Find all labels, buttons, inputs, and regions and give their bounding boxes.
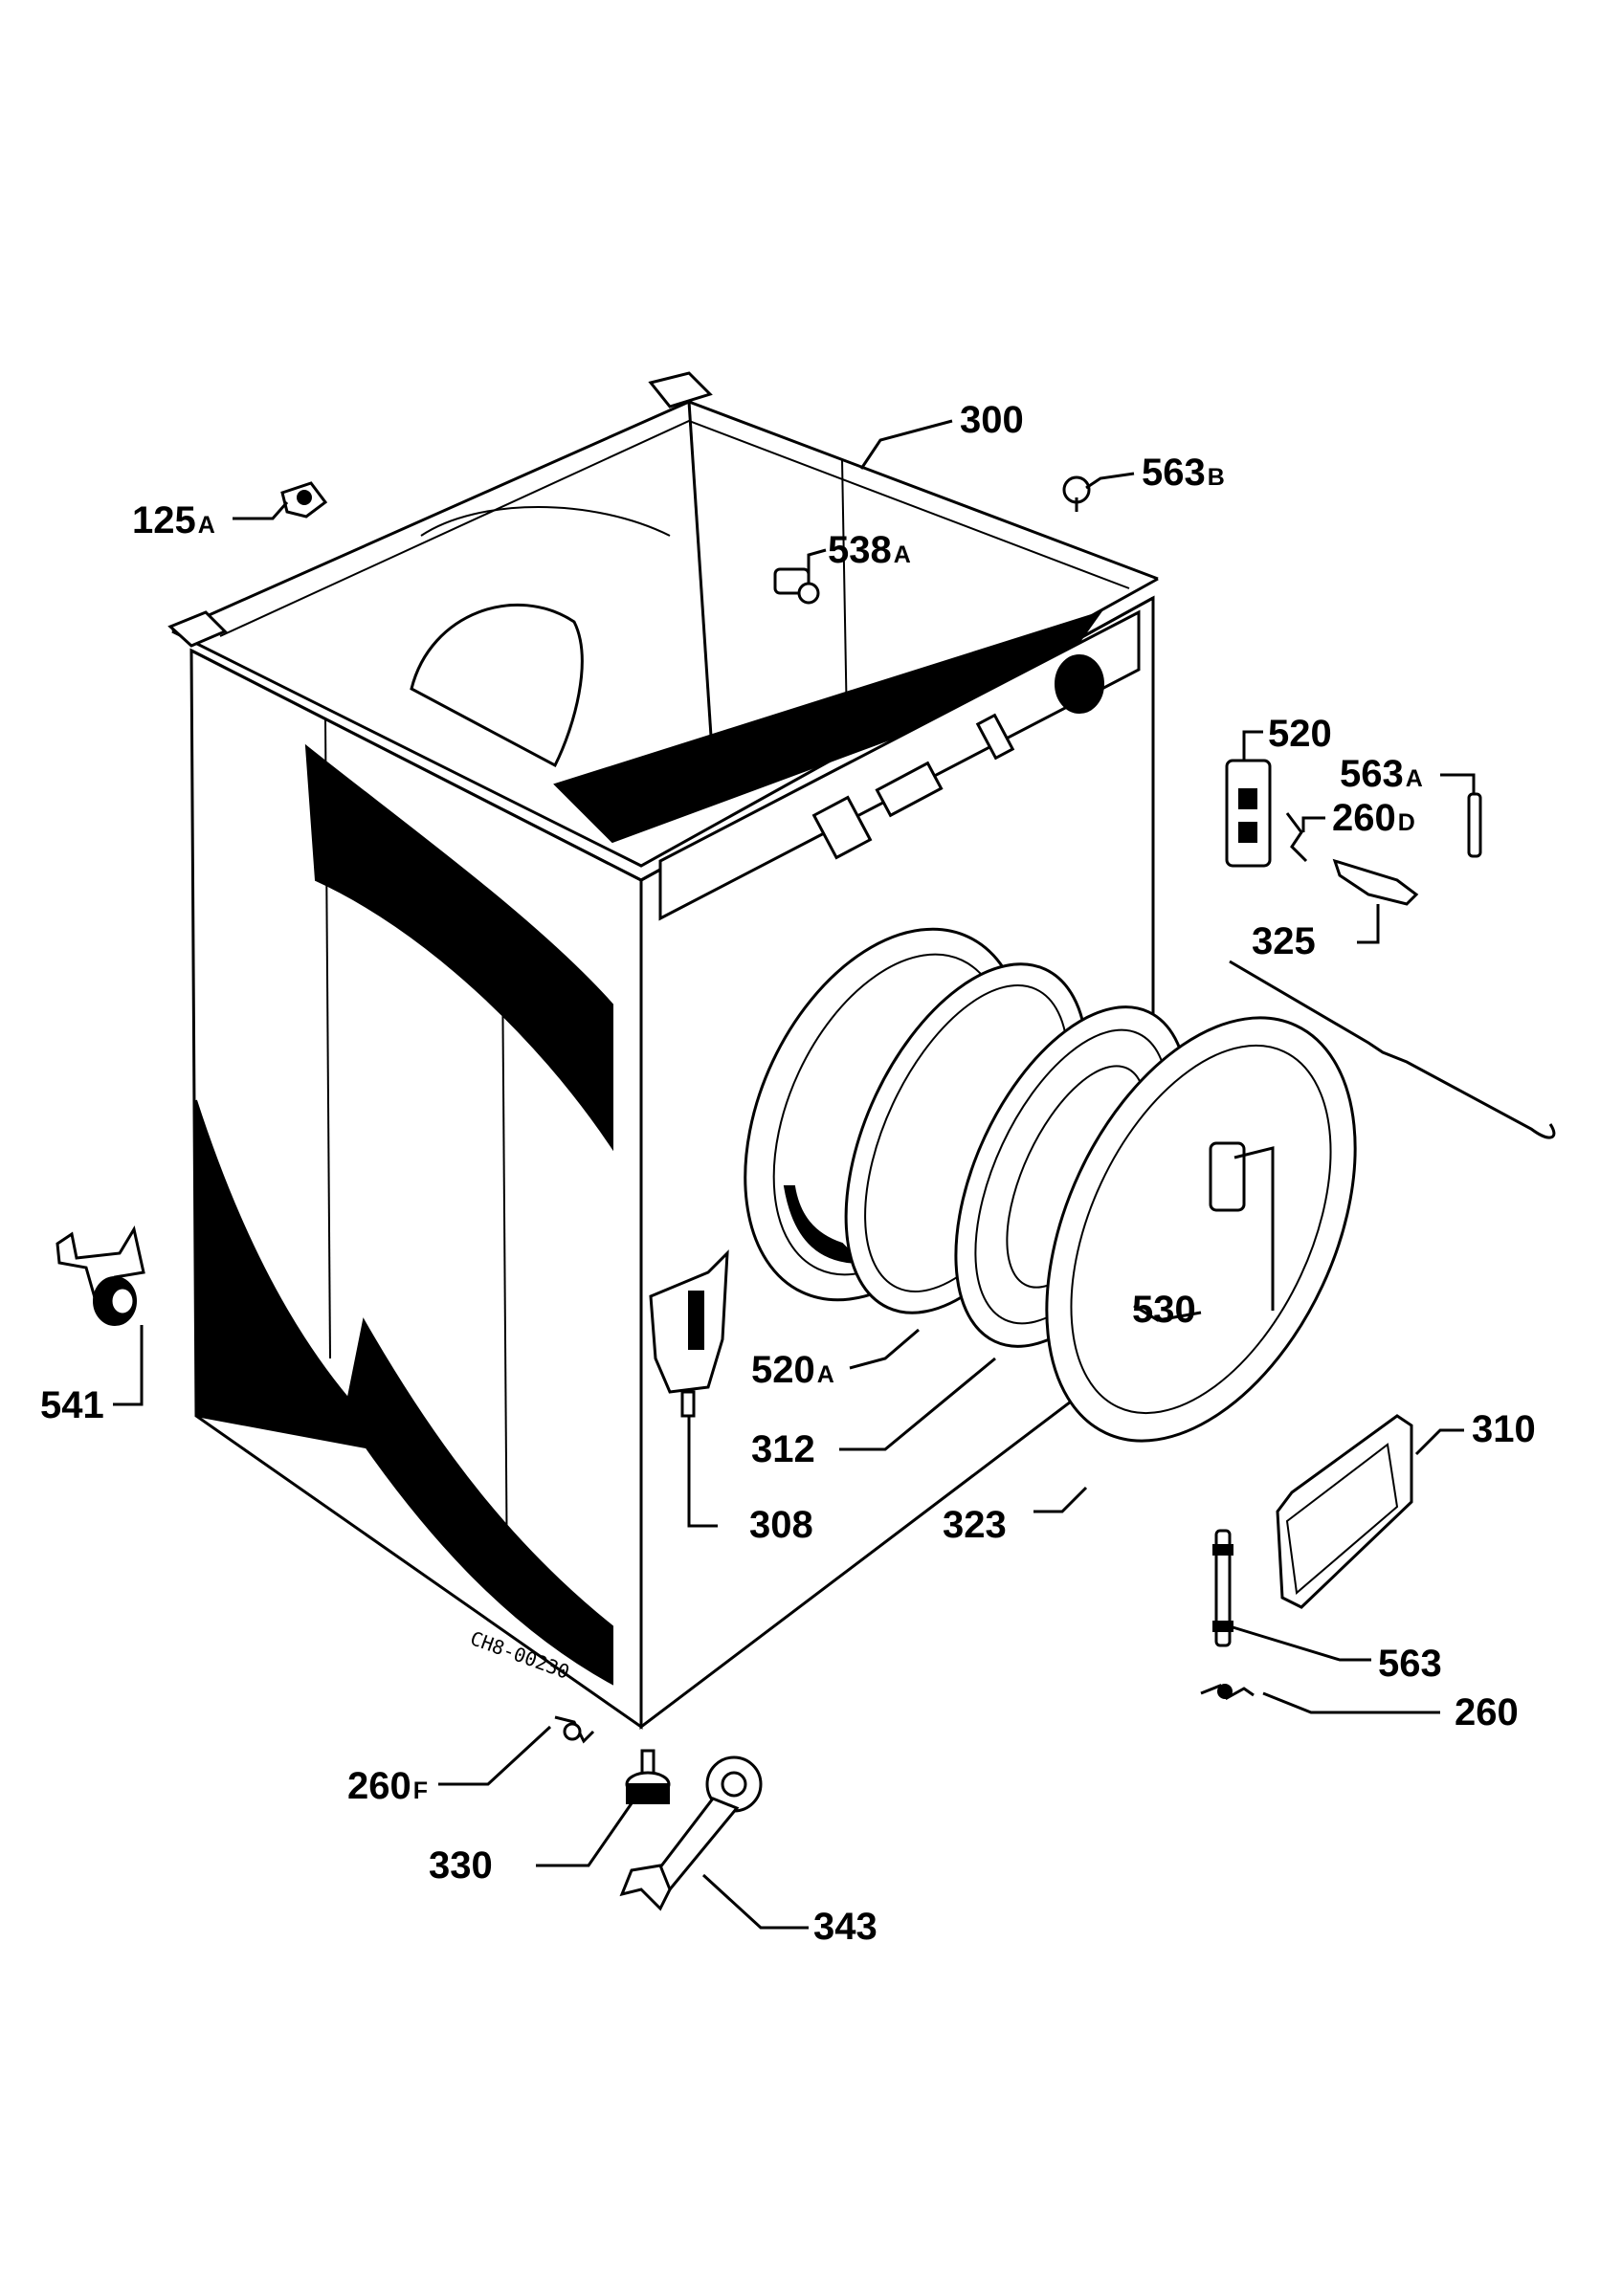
- callout-310: 310: [1472, 1408, 1536, 1450]
- part-325-rod-icon: [1229, 960, 1556, 1139]
- callout-312: 312: [751, 1428, 815, 1470]
- callout-300: 300: [960, 399, 1024, 441]
- part-563-pin-icon: [1212, 1529, 1233, 1647]
- leader-lines: [113, 419, 1476, 1930]
- part-260d-spring-icon: [1285, 812, 1308, 863]
- callout-538a: 538A: [828, 529, 911, 571]
- part-520-hinge-icon: [1225, 759, 1272, 868]
- part-310-cover-icon: [1276, 1414, 1413, 1609]
- callout-260f: 260F: [347, 1765, 428, 1807]
- callout-520a: 520A: [751, 1349, 834, 1391]
- part-563b-icon: [1062, 475, 1091, 512]
- part-125a-icon: [280, 481, 328, 519]
- part-260f-clip-icon: [554, 1715, 595, 1744]
- callout-541: 541: [40, 1384, 104, 1426]
- part-538a-icon: [773, 567, 820, 605]
- part-563a-pin-icon: [1467, 792, 1482, 858]
- part-343-spanner-icon: [619, 1755, 763, 1911]
- part-541-clamp-icon: [56, 1225, 145, 1326]
- callout-125a: 125A: [132, 499, 215, 541]
- cabinet: CH8-00230: [167, 371, 1159, 1731]
- callout-563b: 563B: [1142, 452, 1225, 494]
- callout-260: 260: [1455, 1691, 1519, 1733]
- callout-260d: 260D: [1332, 797, 1415, 839]
- callout-325: 325: [1252, 920, 1316, 962]
- door-ring-323: [1045, 1016, 1357, 1443]
- callout-323: 323: [943, 1504, 1007, 1546]
- callout-563a: 563A: [1340, 753, 1423, 795]
- callout-520: 520: [1268, 713, 1332, 755]
- part-260-spring-icon: [1200, 1684, 1255, 1701]
- callout-563: 563: [1378, 1643, 1442, 1685]
- callout-308: 308: [749, 1504, 813, 1546]
- part-325-catch-icon: [1332, 858, 1419, 906]
- part-330-foot-icon: [625, 1749, 671, 1804]
- callout-530: 530: [1132, 1289, 1196, 1331]
- callout-330: 330: [429, 1844, 493, 1887]
- callout-343: 343: [813, 1906, 878, 1948]
